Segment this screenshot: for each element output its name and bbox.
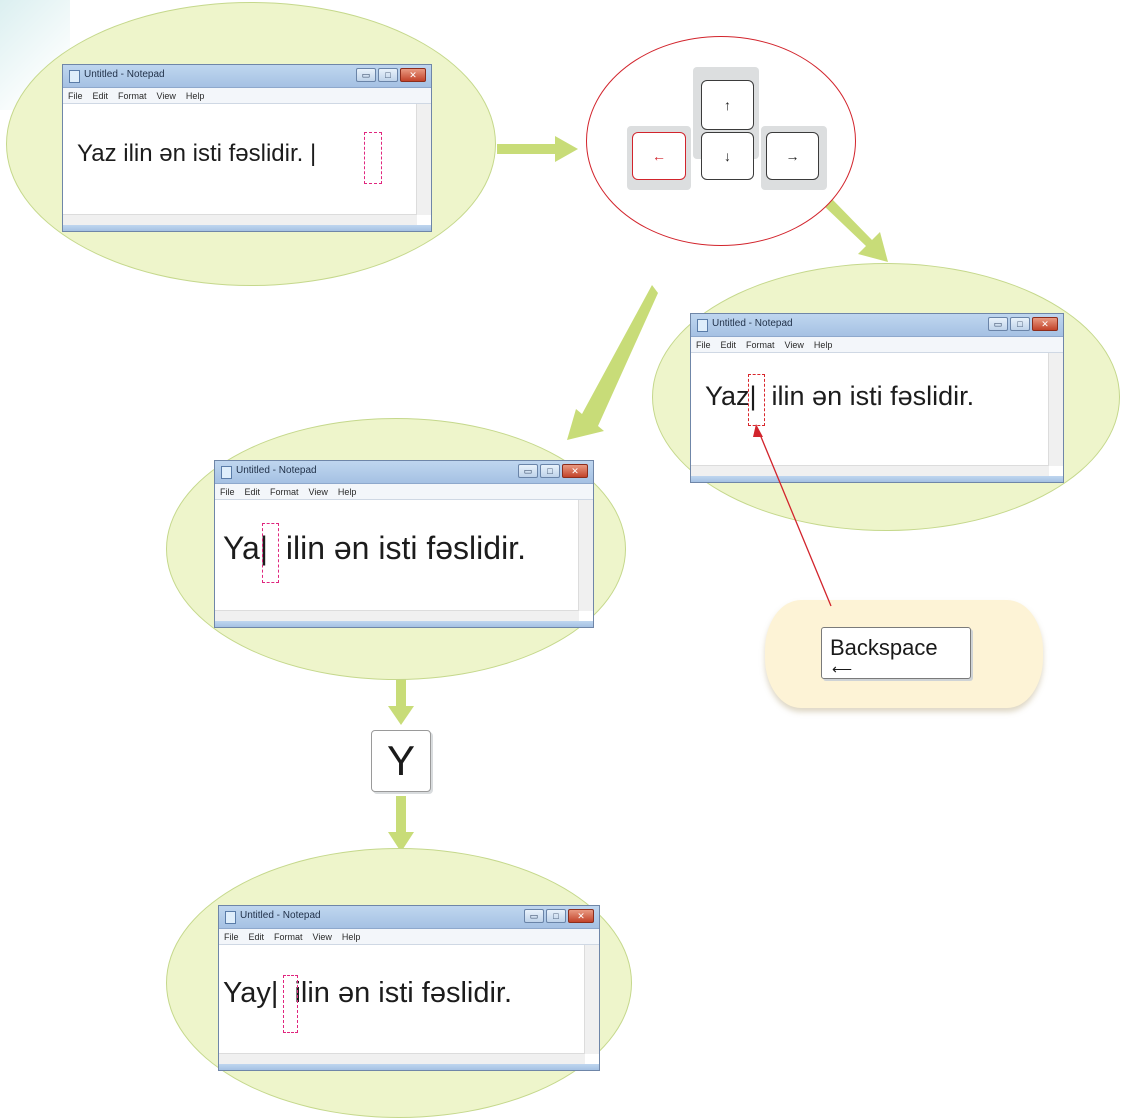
caret-highlight-box (364, 132, 382, 184)
y-key[interactable]: Y (371, 730, 431, 792)
notepad-window-step3: Untitled - Notepad ▭ □ ✕ File Edit Forma… (214, 460, 594, 628)
maximize-button[interactable]: □ (540, 464, 560, 478)
notepad-text: Yaz ilin ən isti fəslidir. | (77, 140, 317, 167)
arrow-right-key[interactable]: → (766, 132, 819, 180)
window-frame-bottom (215, 621, 593, 627)
close-button[interactable]: ✕ (562, 464, 588, 478)
notepad-title: Untitled - Notepad (240, 910, 321, 921)
horizontal-scrollbar[interactable] (219, 1053, 585, 1066)
notepad-menubar: File Edit Format View Help (63, 88, 431, 104)
notepad-text-area[interactable]: Yaz| ilin ən isti fəslidir. (691, 353, 1063, 478)
backspace-pointer-head (753, 424, 763, 437)
menu-format[interactable]: Format (270, 486, 299, 497)
window-controls: ▭ □ ✕ (524, 909, 594, 923)
backspace-key-label: Backspace (830, 635, 938, 660)
horizontal-scrollbar[interactable] (63, 214, 417, 227)
arrow-up-key[interactable]: ↑ (701, 80, 754, 130)
menu-format[interactable]: Format (274, 931, 303, 942)
arrow-left-key[interactable]: ← (632, 132, 686, 180)
menu-file[interactable]: File (220, 486, 235, 497)
notepad-title: Untitled - Notepad (84, 69, 165, 80)
window-controls: ▭ □ ✕ (988, 317, 1058, 331)
close-button[interactable]: ✕ (400, 68, 426, 82)
menu-edit[interactable]: Edit (244, 486, 261, 497)
backspace-pointer-line (758, 431, 832, 607)
notepad-text: Ya| ilin ən isti fəslidir. (223, 530, 526, 566)
flow-arrow-4-head (388, 706, 414, 725)
menu-format[interactable]: Format (746, 339, 775, 350)
maximize-button[interactable]: □ (378, 68, 398, 82)
notepad-text-area[interactable]: Ya| ilin ən isti fəslidir. (215, 500, 593, 623)
menu-help[interactable]: Help (813, 339, 833, 350)
notepad-titlebar: Untitled - Notepad ▭ □ ✕ (219, 906, 599, 929)
menu-help[interactable]: Help (341, 931, 361, 942)
notepad-titlebar: Untitled - Notepad ▭ □ ✕ (691, 314, 1063, 337)
notepad-title: Untitled - Notepad (712, 318, 793, 329)
flow-arrow-3-real (567, 285, 658, 440)
vertical-scrollbar[interactable] (578, 500, 593, 611)
caret-highlight-box (262, 523, 279, 583)
menu-view[interactable]: View (156, 90, 176, 101)
window-frame-bottom (63, 225, 431, 231)
flow-arrow-5-head (388, 832, 414, 852)
window-controls: ▭ □ ✕ (518, 464, 588, 478)
notepad-text-area[interactable]: Yay| ilin ən isti fəslidir. (219, 945, 599, 1066)
window-frame-bottom (691, 476, 1063, 482)
notepad-icon (221, 466, 232, 479)
menu-help[interactable]: Help (337, 486, 357, 497)
backspace-arrow-icon: ⟵ (832, 661, 853, 677)
menu-edit[interactable]: Edit (720, 339, 737, 350)
vertical-scrollbar[interactable] (1048, 353, 1063, 466)
minimize-button[interactable]: ▭ (518, 464, 538, 478)
menu-edit[interactable]: Edit (248, 931, 265, 942)
horizontal-scrollbar[interactable] (691, 465, 1049, 478)
minimize-button[interactable]: ▭ (356, 68, 376, 82)
backspace-key[interactable]: Backspace ⟵ (821, 627, 971, 679)
notepad-menubar: File Edit Format View Help (219, 929, 599, 945)
notepad-window-step2: Untitled - Notepad ▭ □ ✕ File Edit Forma… (690, 313, 1064, 483)
minimize-button[interactable]: ▭ (524, 909, 544, 923)
notepad-icon (69, 70, 80, 83)
arrow-down-key[interactable]: ↓ (701, 132, 754, 180)
vertical-scrollbar[interactable] (416, 104, 431, 215)
close-button[interactable]: ✕ (568, 909, 594, 923)
menu-view[interactable]: View (784, 339, 804, 350)
notepad-titlebar: Untitled - Notepad ▭ □ ✕ (215, 461, 593, 484)
notepad-window-step1: Untitled - Notepad ▭ □ ✕ File Edit Forma… (62, 64, 432, 232)
menu-format[interactable]: Format (118, 90, 147, 101)
notepad-titlebar: Untitled - Notepad ▭ □ ✕ (63, 65, 431, 88)
menu-file[interactable]: File (68, 90, 83, 101)
flow-arrow-2 (823, 198, 888, 262)
menu-file[interactable]: File (224, 931, 239, 942)
window-frame-bottom (219, 1064, 599, 1070)
flow-arrow-5-shaft (396, 796, 406, 834)
notepad-icon (697, 319, 708, 332)
notepad-menubar: File Edit Format View Help (215, 484, 593, 500)
notepad-text: Yay| ilin ən isti fəslidir. (223, 977, 513, 1009)
notepad-text: Yaz| ilin ən isti fəslidir. (705, 381, 975, 411)
close-button[interactable]: ✕ (1032, 317, 1058, 331)
notepad-window-step4: Untitled - Notepad ▭ □ ✕ File Edit Forma… (218, 905, 600, 1071)
flow-arrow-1-shaft (497, 144, 555, 154)
menu-edit[interactable]: Edit (92, 90, 109, 101)
maximize-button[interactable]: □ (546, 909, 566, 923)
notepad-menubar: File Edit Format View Help (691, 337, 1063, 353)
menu-view[interactable]: View (308, 486, 328, 497)
menu-view[interactable]: View (312, 931, 332, 942)
caret-highlight-box (283, 975, 298, 1033)
menu-help[interactable]: Help (185, 90, 205, 101)
minimize-button[interactable]: ▭ (988, 317, 1008, 331)
vertical-scrollbar[interactable] (584, 945, 599, 1054)
window-controls: ▭ □ ✕ (356, 68, 426, 82)
notepad-icon (225, 911, 236, 924)
flow-arrow-1-head (555, 136, 578, 162)
menu-file[interactable]: File (696, 339, 711, 350)
horizontal-scrollbar[interactable] (215, 610, 579, 623)
flow-arrow-4-shaft (396, 678, 406, 708)
notepad-text-area[interactable]: Yaz ilin ən isti fəslidir. | (63, 104, 431, 227)
maximize-button[interactable]: □ (1010, 317, 1030, 331)
notepad-title: Untitled - Notepad (236, 465, 317, 476)
